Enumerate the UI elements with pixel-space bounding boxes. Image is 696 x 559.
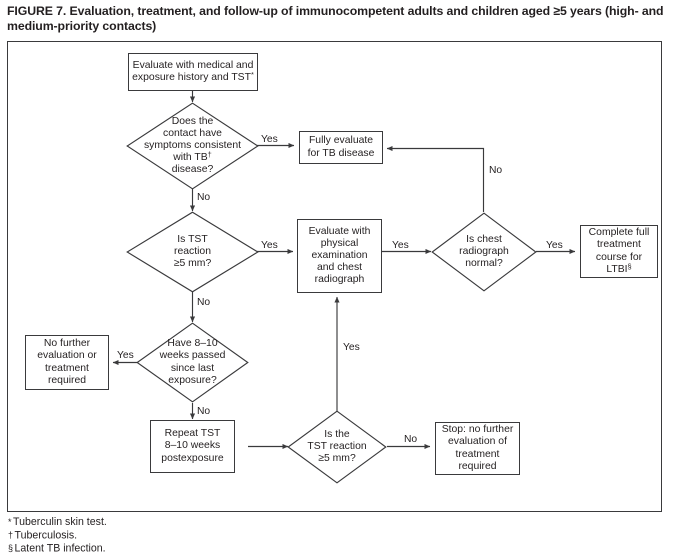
footnote-text: Tuberculosis. xyxy=(14,529,78,542)
node-line: and chest xyxy=(316,262,363,274)
node-line: course for xyxy=(595,251,643,263)
footnote-item: *Tuberculin skin test. xyxy=(8,516,408,529)
node-line: with TB† xyxy=(173,149,212,164)
node-line: evaluation of xyxy=(448,436,507,448)
edge-label-symptoms-no: No xyxy=(197,192,211,203)
node-line: weeks passed xyxy=(159,350,226,362)
edge-label-physexam-yes: Yes xyxy=(392,240,409,251)
node-line: radiograph xyxy=(314,274,365,286)
node-line: disease? xyxy=(171,164,214,176)
node-line: treatment xyxy=(45,362,89,374)
node-tst-reaction-question[interactable]: Is TST reaction ≥5 mm? xyxy=(126,211,259,293)
node-line: No further xyxy=(43,338,91,350)
node-line: treatment xyxy=(455,448,500,460)
node-line: exposure history and TST* xyxy=(132,69,254,83)
node-fully-evaluate-tb[interactable]: Fully evaluate for TB disease xyxy=(299,131,383,164)
node-line: ≥5 mm? xyxy=(173,258,212,270)
node-line: symptoms consistent xyxy=(143,139,241,151)
node-label: Is the TST reaction ≥5 mm? xyxy=(294,429,380,465)
node-symptoms-question[interactable]: Does the contact have symptoms consisten… xyxy=(126,102,259,190)
footnote-text: Latent TB infection. xyxy=(14,542,106,555)
node-line: required xyxy=(458,460,497,472)
node-label: Is TST reaction ≥5 mm? xyxy=(135,234,249,270)
node-stop-no-further-evaluation[interactable]: Stop: no further evaluation of treatment… xyxy=(435,422,520,475)
edge-label-cxr-no: No xyxy=(489,165,503,176)
edge-label-tst5-yes: Yes xyxy=(261,240,278,251)
footnote-item: §Latent TB infection. xyxy=(8,542,408,555)
node-line: for TB disease xyxy=(307,147,375,159)
node-line: LTBI§ xyxy=(606,261,632,275)
node-line: Is the xyxy=(324,428,350,440)
node-line: treatment xyxy=(597,239,641,251)
node-label: Is chest radiograph normal? xyxy=(438,234,529,270)
node-complete-ltbi-treatment[interactable]: Complete full treatment course for LTBI§ xyxy=(580,225,658,278)
node-line: physical xyxy=(320,237,359,249)
node-line: Evaluate with xyxy=(308,225,371,237)
edge-label-tst5-no: No xyxy=(197,297,211,308)
edge-label-weeks-yes: Yes xyxy=(117,350,134,361)
node-label: Does the contact have symptoms consisten… xyxy=(135,116,249,176)
node-line: ≥5 mm? xyxy=(318,453,356,465)
node-line: TST reaction xyxy=(307,440,367,452)
edge-label-cxr-yes: Yes xyxy=(546,240,563,251)
node-line: postexposure xyxy=(161,452,224,464)
node-evaluate-medical-history[interactable]: Evaluate with medical and exposure histo… xyxy=(128,53,258,91)
diamond-shape xyxy=(287,410,387,484)
edge-label-tst5b-no: No xyxy=(404,434,418,445)
diamond-shape xyxy=(126,102,259,190)
node-repeat-tst[interactable]: Repeat TST 8–10 weeks postexposure xyxy=(150,420,235,473)
node-no-further-evaluation[interactable]: No further evaluation or treatment requi… xyxy=(25,335,109,390)
diamond-shape xyxy=(126,211,259,293)
node-label: Have 8–10 weeks passed since last exposu… xyxy=(144,338,241,386)
footnote-marker: * xyxy=(8,517,12,527)
node-tst-reaction-repeat-question[interactable]: Is the TST reaction ≥5 mm? xyxy=(287,410,387,484)
footnote-marker: † xyxy=(8,529,14,540)
diamond-shape xyxy=(136,322,249,403)
edge-label-weeks-no: No xyxy=(197,406,211,417)
node-line: 8–10 weeks xyxy=(164,440,221,452)
node-line: radiograph xyxy=(459,245,509,257)
figure-title: FIGURE 7. Evaluation, treatment, and fol… xyxy=(7,4,664,33)
node-line: Have 8–10 xyxy=(167,338,218,350)
node-chest-radiograph-question[interactable]: Is chest radiograph normal? xyxy=(431,212,537,292)
node-line: reaction xyxy=(174,245,211,257)
node-line: Does the xyxy=(171,115,214,127)
figure-footnotes: *Tuberculin skin test. †Tuberculosis. §L… xyxy=(8,516,408,555)
node-line: Complete full xyxy=(588,227,650,239)
node-line: Stop: no further xyxy=(441,424,514,436)
node-line: examination xyxy=(311,249,368,261)
node-line: required xyxy=(47,374,87,386)
edge-label-tst5b-yes: Yes xyxy=(343,342,360,353)
footnote-marker: § xyxy=(8,542,14,553)
node-line: Evaluate with medical and xyxy=(132,59,254,71)
node-line: Repeat TST xyxy=(164,428,221,440)
node-line: exposure? xyxy=(168,374,217,386)
node-line: Is chest xyxy=(466,233,502,245)
diamond-shape xyxy=(431,212,537,292)
node-line: normal? xyxy=(465,258,503,270)
edge-label-symptoms-yes: Yes xyxy=(261,134,278,145)
node-weeks-passed-question[interactable]: Have 8–10 weeks passed since last exposu… xyxy=(136,322,249,403)
node-line: contact have xyxy=(163,127,222,139)
node-line: since last xyxy=(170,362,215,374)
node-line: Is TST xyxy=(177,233,208,245)
node-physical-exam-radiograph[interactable]: Evaluate with physical examination and c… xyxy=(297,219,382,293)
footnote-text: Tuberculin skin test. xyxy=(13,516,107,528)
node-line: evaluation or xyxy=(37,350,97,362)
footnote-item: †Tuberculosis. xyxy=(8,529,408,542)
node-line: Fully evaluate xyxy=(308,135,374,147)
